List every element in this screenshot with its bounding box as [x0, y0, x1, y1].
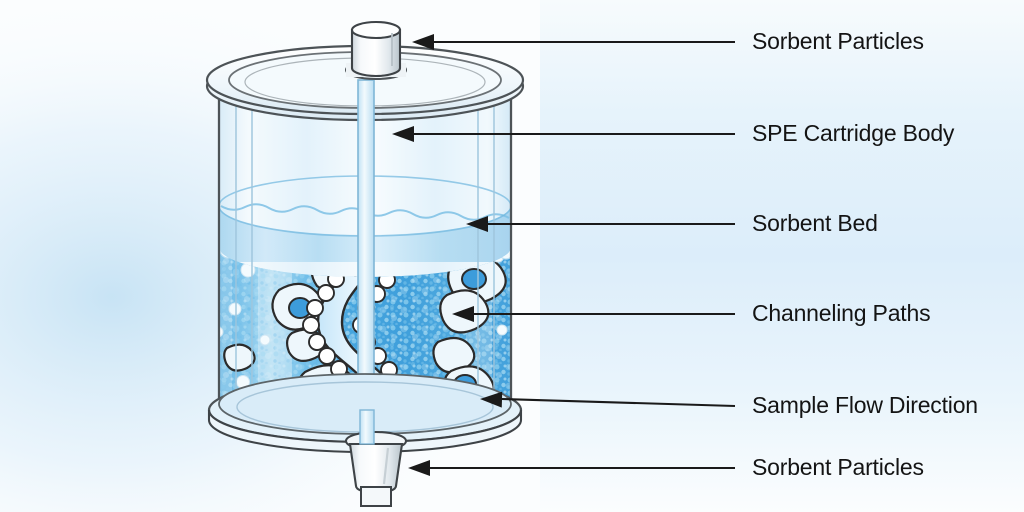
inlet-port-cylinder: [345, 20, 407, 80]
leader-4: [452, 306, 735, 322]
annotation-label-2: SPE Cartridge Body: [752, 120, 955, 146]
outlet-tip: [360, 486, 392, 507]
arrowhead-5: [480, 391, 503, 408]
leader-3: [466, 216, 735, 232]
arrowhead-4: [452, 306, 474, 322]
barrel-reflections: [235, 96, 495, 408]
leader-5: [480, 391, 736, 408]
annotation-label-3: Sorbent Bed: [752, 210, 878, 236]
inlet-tube: [357, 79, 375, 411]
outlet-tube: [359, 409, 375, 445]
leader-1: [412, 34, 735, 50]
arrowhead-1: [412, 34, 434, 50]
arrowhead-6: [408, 460, 430, 476]
leader-6: [408, 460, 735, 476]
arrowhead-2: [392, 126, 414, 142]
leader-2: [392, 126, 735, 142]
annotation-leaders: [392, 34, 736, 476]
arrowhead-3: [466, 216, 488, 232]
annotation-label-5: Sample Flow Direction: [752, 392, 978, 418]
annotation-label-1: Sorbent Particles: [752, 28, 924, 54]
annotation-label-4: Channeling Paths: [752, 300, 931, 326]
outlet-port-luer: [344, 430, 408, 507]
annotation-label-6: Sorbent Particles: [752, 454, 924, 480]
